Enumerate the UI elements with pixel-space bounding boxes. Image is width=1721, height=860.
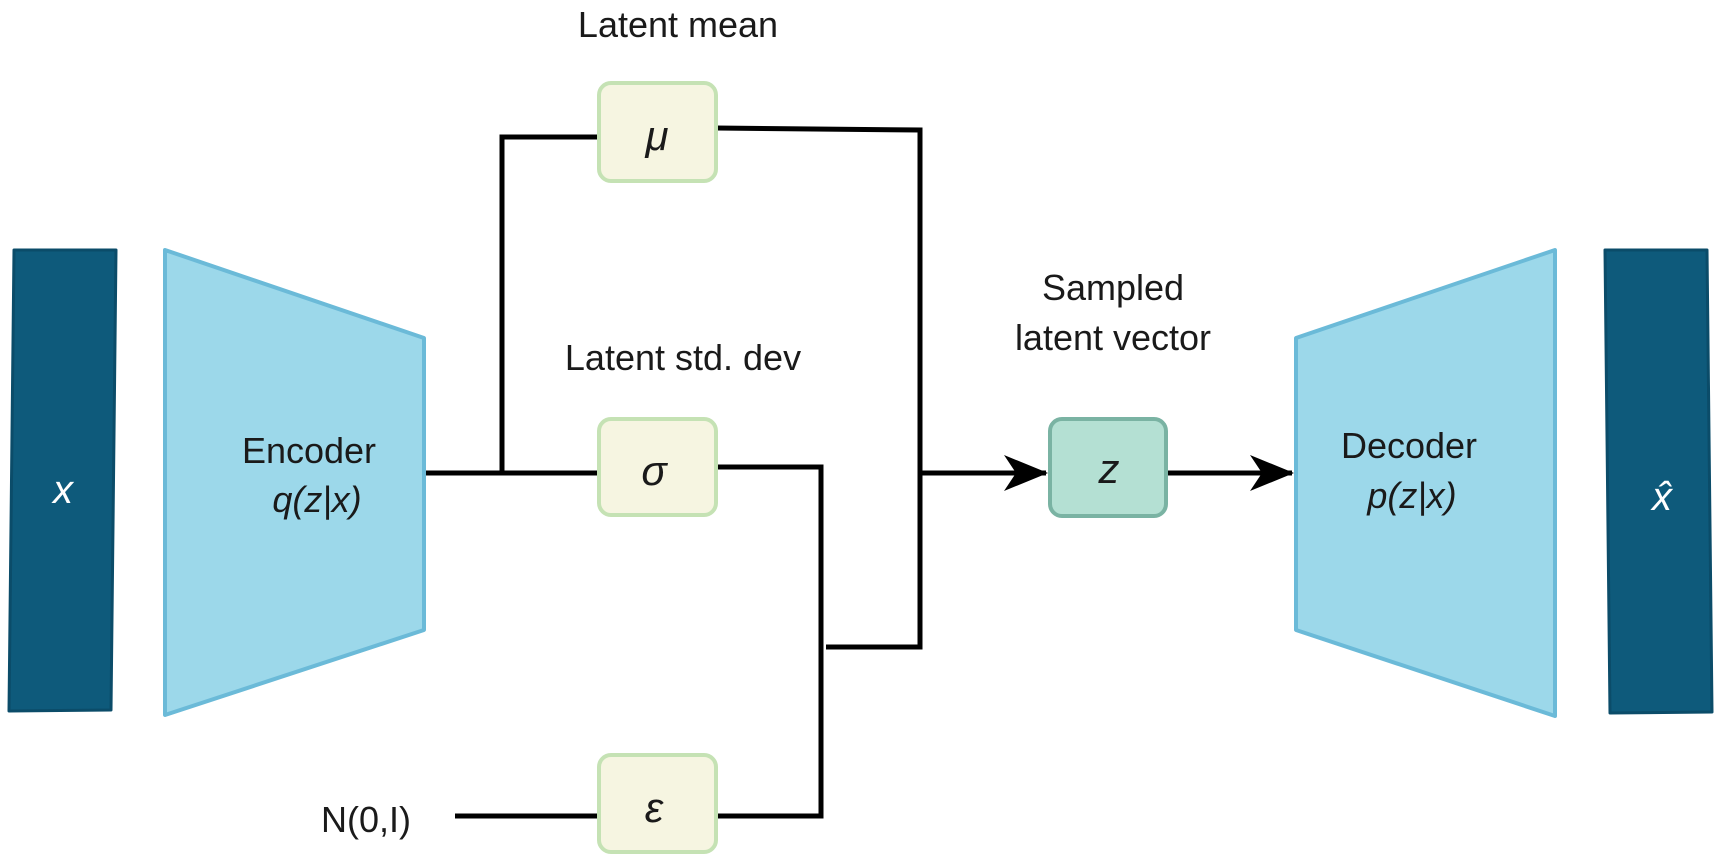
- decoder-title: Decoder: [1341, 425, 1477, 466]
- mu-symbol: μ: [644, 112, 668, 159]
- epsilon-box: [597, 753, 718, 854]
- sampled-caption-line2: latent vector: [1015, 317, 1211, 358]
- latent-mean-caption: Latent mean: [578, 4, 778, 45]
- sigma-box: [597, 417, 718, 517]
- encoder-shape: [163, 248, 426, 717]
- input-bar-shape: [7, 248, 118, 713]
- latent-std-caption: Latent std. dev: [565, 337, 801, 378]
- decoder: Decoder p(z|x): [1294, 248, 1557, 718]
- output-bar-shape: [1603, 248, 1714, 715]
- latent-mean: Latent mean μ: [578, 4, 778, 183]
- encoder-title: Encoder: [242, 430, 376, 471]
- input-label: x: [51, 468, 75, 512]
- epsilon-symbol: ε: [645, 784, 664, 831]
- encoder: Encoder q(z|x): [163, 248, 426, 717]
- line-mu-to-merge: [715, 125, 923, 650]
- mu-box: [597, 81, 718, 183]
- sampled-latent: Sampled latent vector z: [1015, 267, 1211, 518]
- z-symbol: z: [1098, 445, 1120, 492]
- output-label: x̂: [1650, 475, 1674, 519]
- noise-source: N(0,I): [321, 799, 411, 840]
- sampled-caption-line1: Sampled: [1042, 267, 1184, 308]
- connectors: [424, 119, 1294, 834]
- line-sigma-to-merge: [716, 464, 824, 819]
- encoder-formula: q(z|x): [272, 479, 361, 520]
- arrow-encoder-to-mu: [499, 119, 646, 473]
- output-bar: x̂: [1603, 248, 1714, 715]
- input-bar: x: [7, 248, 118, 713]
- noise: N(0,I) ε: [321, 753, 718, 854]
- decoder-formula: p(z|x): [1366, 475, 1456, 516]
- decoder-shape: [1294, 248, 1557, 718]
- sigma-symbol: σ: [641, 447, 668, 494]
- latent-std: Latent std. dev σ: [565, 337, 801, 517]
- z-box: [1048, 417, 1168, 518]
